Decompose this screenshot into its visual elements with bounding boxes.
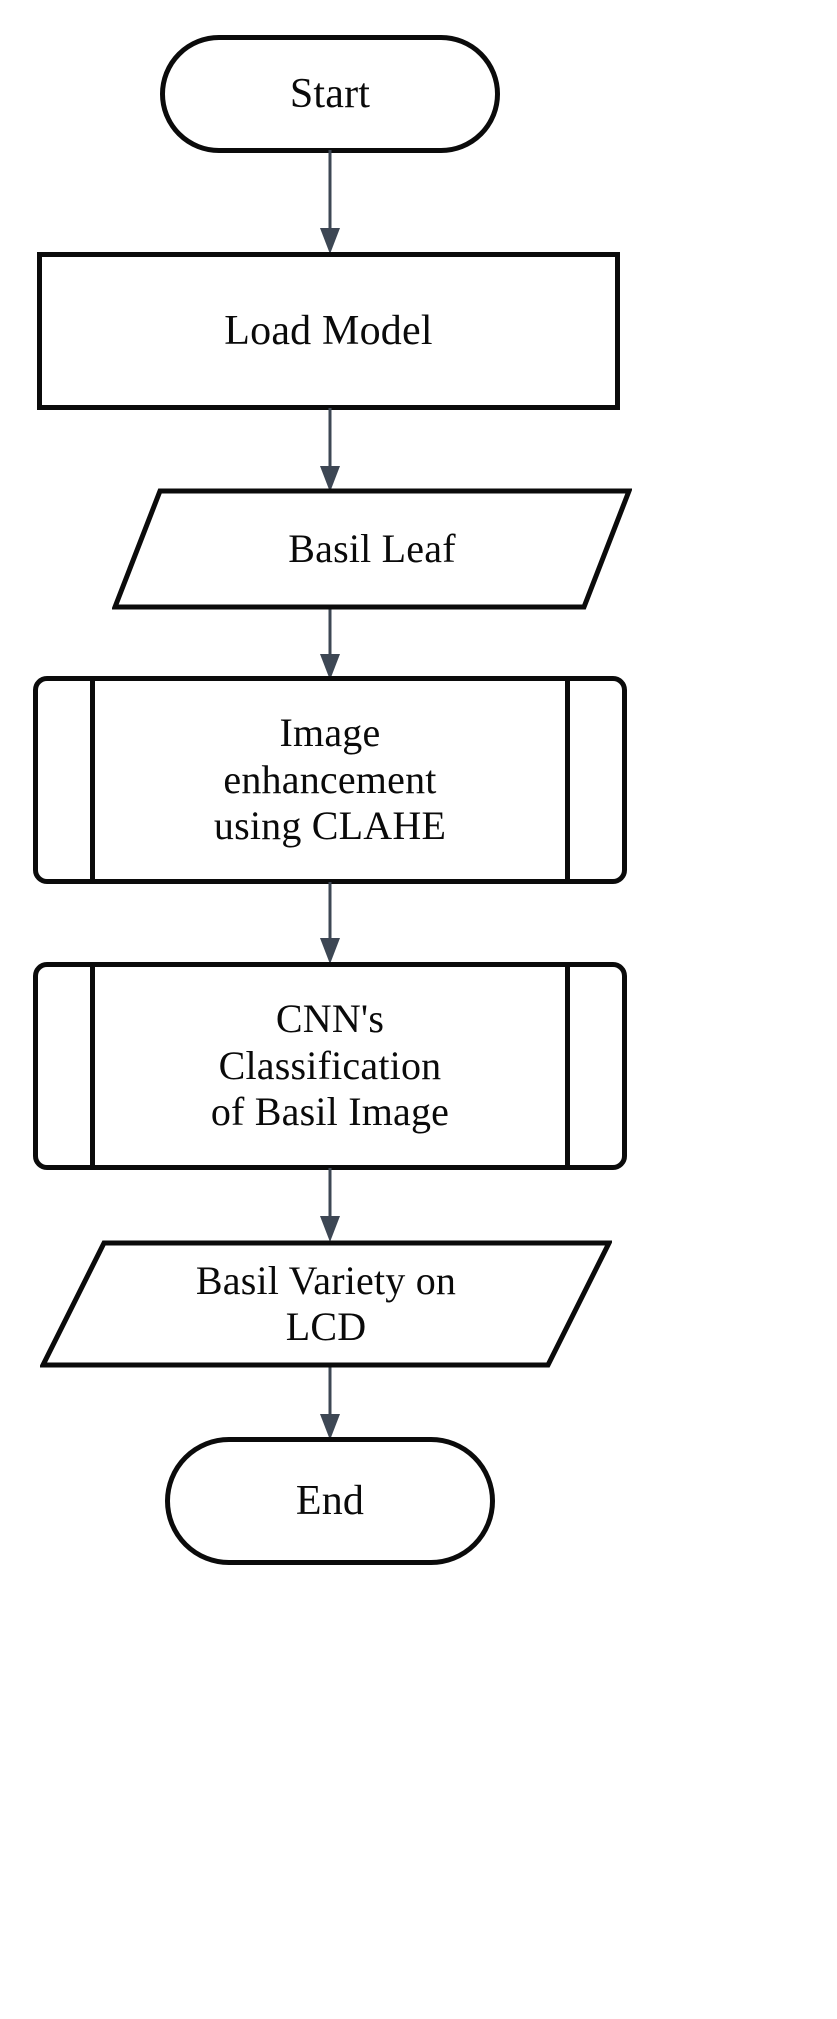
node-load-model[interactable]: Load Model — [37, 252, 620, 410]
node-end-label: End — [295, 1477, 365, 1524]
node-cnn-classification-label: CNN's Classification of Basil Image — [210, 996, 450, 1135]
node-start-label: Start — [289, 70, 371, 117]
connector-enhancement-to-cnn — [300, 882, 360, 966]
connector-cnn-to-basil-variety — [300, 1168, 360, 1244]
node-load-model-label: Load Model — [224, 307, 433, 354]
connector-start-to-load-model — [300, 150, 360, 256]
parallelogram-shape-basil-variety — [40, 1240, 612, 1368]
node-image-enhancement-label: Image enhancement using CLAHE — [213, 710, 447, 849]
node-end[interactable]: End — [165, 1437, 495, 1565]
node-cnn-classification[interactable]: CNN's Classification of Basil Image — [33, 962, 627, 1170]
node-start[interactable]: Start — [160, 35, 500, 153]
node-basil-leaf-label: Basil Leaf — [288, 525, 456, 571]
node-basil-variety-lcd[interactable]: Basil Variety on LCD — [40, 1240, 612, 1368]
node-image-enhancement[interactable]: Image enhancement using CLAHE — [33, 676, 627, 884]
connector-basil-leaf-to-enhancement — [300, 608, 360, 682]
node-basil-leaf[interactable]: Basil Leaf — [112, 488, 632, 610]
connector-basil-variety-to-end — [300, 1366, 360, 1442]
connector-load-model-to-basil-leaf — [300, 408, 360, 494]
parallelogram-shape-basil-leaf — [112, 488, 632, 610]
node-basil-variety-lcd-label: Basil Variety on LCD — [195, 1257, 457, 1349]
